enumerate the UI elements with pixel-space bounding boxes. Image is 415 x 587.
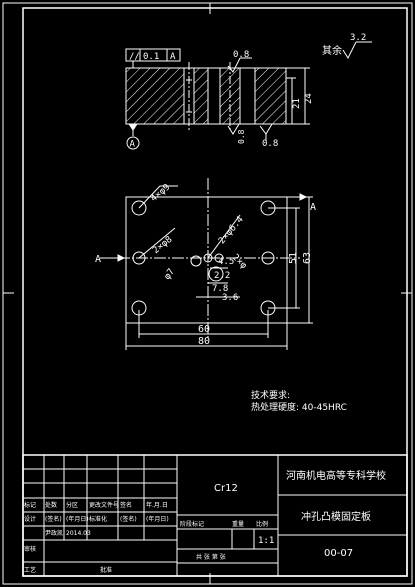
tech-title: 技术要求: <box>251 389 290 401</box>
rest-roughness-value: 3.2 <box>350 33 366 43</box>
section-dim-21: 21 <box>292 98 302 109</box>
callout-phi7: φ7 <box>163 267 177 282</box>
roughness-bottom-left: 0.8 <box>237 129 246 144</box>
tech-item-1: 热处理硬度: 40-45HRC <box>251 401 347 413</box>
callout-2-holes-b: 2×φ6.4 <box>217 215 246 246</box>
row-header-mark: 标记 <box>24 501 36 509</box>
dim-height-63: 63 <box>302 252 313 264</box>
callout-2phi: 2×φ <box>230 253 249 272</box>
title-block: Cr12 河南机电高等专科学校 冲孔凸模固定板 00-07 1:1 标记 处数 … <box>22 454 408 577</box>
dim-width-80: 80 <box>198 336 210 347</box>
row-header-count: 处数 <box>45 501 57 509</box>
design-date: 2014.03 <box>66 530 91 537</box>
std-label: 标准化 <box>89 515 107 523</box>
section-view: // 0.1 A A <box>125 48 314 150</box>
scale-label: 比例 <box>256 520 268 528</box>
tolerance-value: 0.1 <box>143 52 159 62</box>
callout-2-holes-a: 2×φ8 <box>151 235 174 256</box>
designer: 尹政凯 <box>45 529 63 537</box>
roughness-top: 0.8 <box>233 50 249 60</box>
dim-2-2: 2.2 <box>214 271 230 281</box>
drawing-title: 冲孔凸模固定板 <box>301 510 371 523</box>
row-header-change: 更改文件号 <box>89 501 119 509</box>
drawing-number: 00-07 <box>324 548 353 559</box>
dim-7-8: 7.8 <box>212 284 228 294</box>
plan-view: 4×φ9 2×φ8 2×φ6.4 φ7 4.5 2×φ 2.2 7.8 3.6 … <box>95 178 316 350</box>
scale-value: 1:1 <box>258 536 274 546</box>
sheet-info: 共 张 第 张 <box>196 553 226 561</box>
std-date: (年月日) <box>146 515 169 523</box>
std-sign: (签名) <box>120 515 137 523</box>
callout-4-5: 4.5 <box>218 257 234 267</box>
weight-label: 重量 <box>232 520 244 528</box>
process-label: 工艺 <box>24 566 36 574</box>
review-label: 审核 <box>24 545 36 553</box>
dim-height-51: 51 <box>288 252 299 264</box>
material: Cr12 <box>214 483 238 494</box>
tolerance-datum: A <box>170 52 176 62</box>
row-header-zone: 分区 <box>66 501 78 509</box>
section-mark-left: A <box>95 254 101 265</box>
tolerance-symbol: // <box>129 52 140 62</box>
rest-roughness-label: 其余 <box>322 44 342 57</box>
design-label: 设计 <box>24 515 36 523</box>
tech-requirements: 技术要求: 热处理硬度: 40-45HRC <box>251 389 347 413</box>
section-dim-24: 24 <box>304 93 314 104</box>
row-header-date: 年.月.日 <box>146 501 168 509</box>
datum-a-label: A <box>130 140 136 150</box>
dim-width-60: 60 <box>198 324 210 335</box>
design-date-ph: (年月日) <box>66 515 89 523</box>
row-header-sign: 签名 <box>120 501 132 509</box>
section-mark-right: A <box>310 202 316 213</box>
roughness-bottom-right: 0.8 <box>262 139 278 149</box>
dim-3-6: 3.6 <box>222 293 238 303</box>
rest-roughness-symbol: 其余 3.2 <box>322 33 372 60</box>
approve-label: 批准 <box>100 566 112 574</box>
stage-mark: 阶段标记 <box>180 520 204 528</box>
design-sign: (签名) <box>45 515 62 523</box>
tolerance-frame: // 0.1 A <box>125 48 181 68</box>
school-name: 河南机电高等专科学校 <box>286 469 386 482</box>
